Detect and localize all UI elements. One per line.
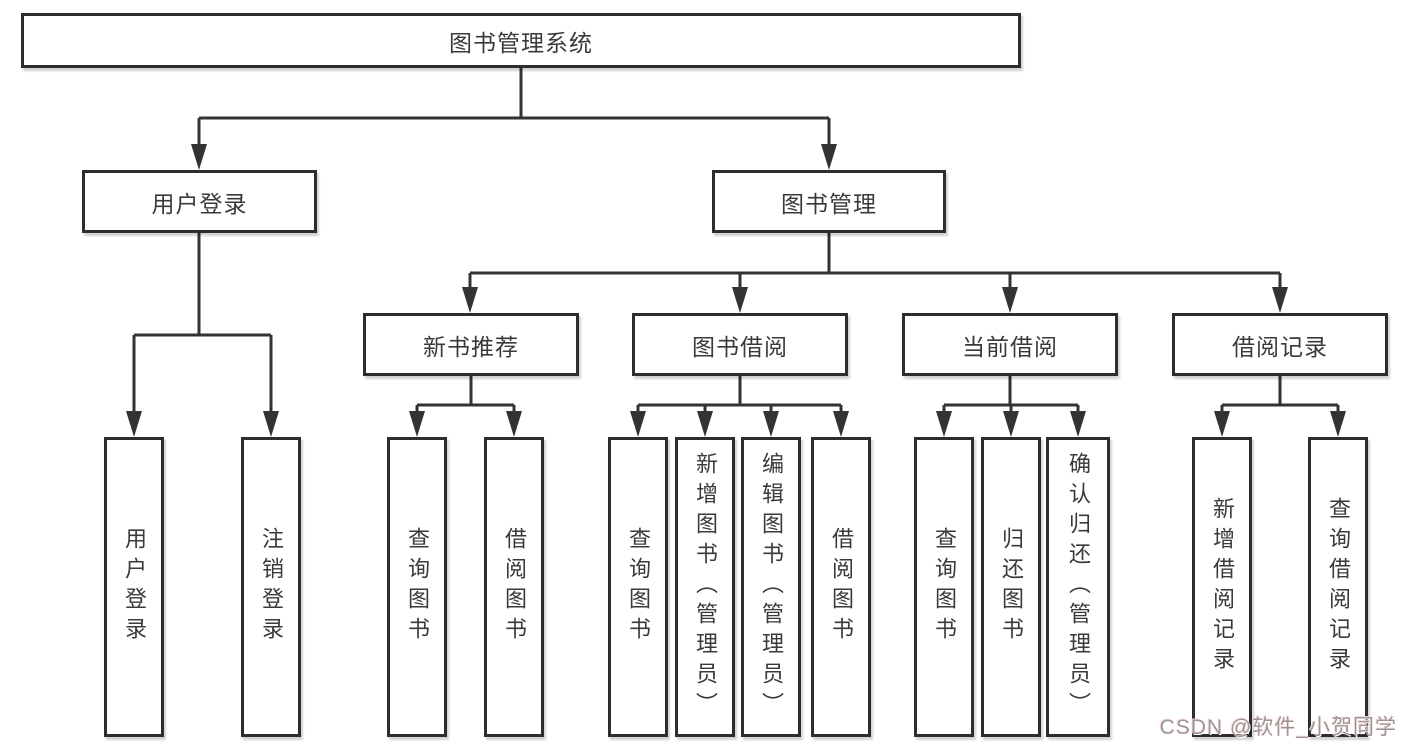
node-new-book-recommendation: 新书推荐 — [363, 313, 579, 376]
node-book-management: 图书管理 — [712, 170, 946, 233]
node-root-label: 图书管理系统 — [449, 29, 593, 56]
leaf-add-books-admin: 新增图书（管理员） — [675, 437, 735, 737]
leaf-query-books-current-label: 查询图书 — [932, 527, 957, 647]
leaf-logout: 注销登录 — [241, 437, 301, 737]
node-book-borrowing: 图书借阅 — [632, 313, 848, 376]
node-new-book-recommendation-label: 新书推荐 — [423, 333, 519, 360]
leaf-query-books-current: 查询图书 — [914, 437, 974, 737]
leaf-return-books-label: 归还图书 — [999, 527, 1024, 647]
leaf-user-login-label: 用户登录 — [122, 527, 147, 647]
leaf-confirm-return-admin: 确认归还（管理员） — [1046, 437, 1110, 737]
leaf-edit-books-admin-label: 编辑图书（管理员） — [759, 452, 784, 722]
leaf-query-borrow-record: 查询借阅记录 — [1308, 437, 1368, 737]
leaf-return-books: 归还图书 — [981, 437, 1041, 737]
leaf-edit-books-admin: 编辑图书（管理员） — [741, 437, 801, 737]
leaf-add-books-admin-label: 新增图书（管理员） — [693, 452, 718, 722]
leaf-query-borrow-record-label: 查询借阅记录 — [1326, 497, 1351, 677]
leaf-logout-label: 注销登录 — [259, 527, 284, 647]
leaf-query-books-recommend-label: 查询图书 — [405, 527, 430, 647]
leaf-borrow-books: 借阅图书 — [811, 437, 871, 737]
leaf-query-books-borrowing-label: 查询图书 — [626, 527, 651, 647]
leaf-borrow-books-recommend-label: 借阅图书 — [502, 527, 527, 647]
node-book-management-label: 图书管理 — [781, 190, 877, 217]
leaf-confirm-return-admin-label: 确认归还（管理员） — [1066, 452, 1091, 722]
leaf-add-borrow-record-label: 新增借阅记录 — [1210, 497, 1235, 677]
node-borrowing-records-label: 借阅记录 — [1232, 333, 1328, 360]
node-user-login-label: 用户登录 — [151, 190, 248, 217]
node-current-borrowing: 当前借阅 — [902, 313, 1118, 376]
node-book-borrowing-label: 图书借阅 — [692, 333, 788, 360]
node-borrowing-records: 借阅记录 — [1172, 313, 1388, 376]
csdn-watermark: CSDN @软件_小贺同学 — [1159, 716, 1397, 739]
leaf-borrow-books-label: 借阅图书 — [829, 527, 854, 647]
leaf-user-login: 用户登录 — [104, 437, 164, 737]
leaf-query-books-borrowing: 查询图书 — [608, 437, 668, 737]
leaf-query-books-recommend: 查询图书 — [387, 437, 447, 737]
leaf-add-borrow-record: 新增借阅记录 — [1192, 437, 1252, 737]
leaf-borrow-books-recommend: 借阅图书 — [484, 437, 544, 737]
node-current-borrowing-label: 当前借阅 — [962, 333, 1058, 360]
node-user-login: 用户登录 — [82, 170, 317, 233]
node-root-library-management-system: 图书管理系统 — [21, 13, 1021, 68]
